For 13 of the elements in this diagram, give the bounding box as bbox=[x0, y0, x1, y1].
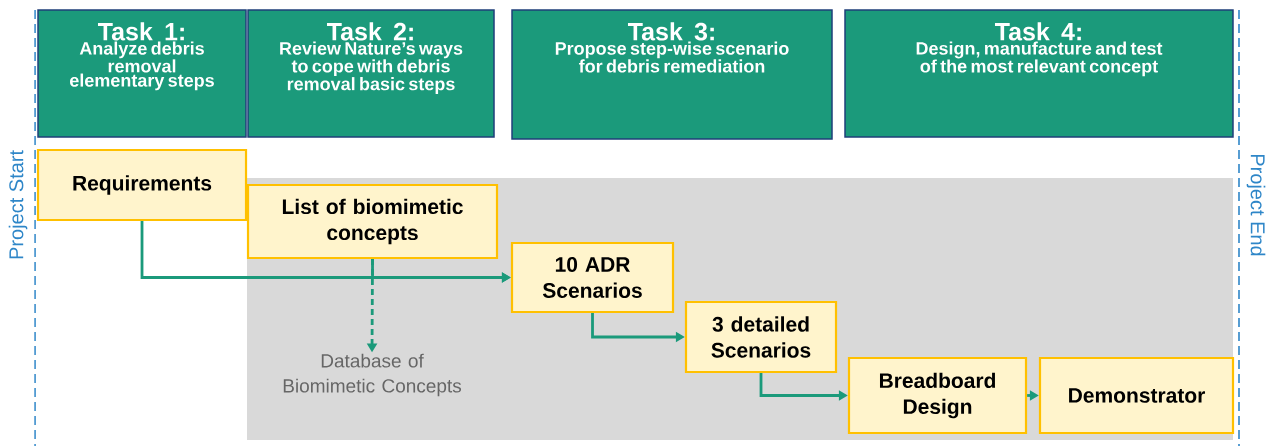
deliverable-box: List of biomimetic concepts bbox=[246, 183, 499, 260]
deliverable-box: 10 ADR Scenarios bbox=[510, 241, 675, 314]
task-box: Task 2: Review Nature’s ways to cope with debris removal basic steps bbox=[247, 9, 495, 138]
deliverable-box: Breadboard Design bbox=[847, 356, 1028, 435]
milestone-label: Project Start bbox=[8, 150, 28, 259]
deliverable-box: Requirements bbox=[36, 148, 248, 222]
task-box: Task 3: Propose step-wise scenario for debris remediation bbox=[511, 9, 833, 140]
milestone-label: Project End bbox=[1246, 154, 1266, 256]
task-box: Task 1: Analyze debris removal elementary steps bbox=[37, 9, 247, 138]
database-text: Database of Biomimetic Concepts bbox=[283, 353, 462, 397]
deliverable-box: Demonstrator bbox=[1038, 356, 1235, 435]
deliverable-box: 3 detailed Scenarios bbox=[684, 300, 838, 374]
task-box: Task 4: Design, manufacture and test of the most relevant concept bbox=[844, 9, 1234, 138]
